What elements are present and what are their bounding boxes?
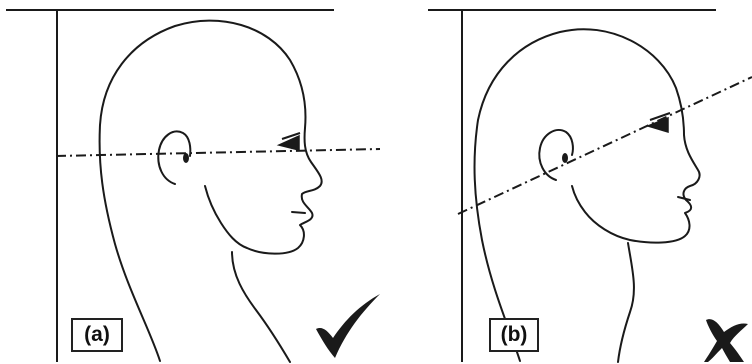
- panel-a-reference-line: [55, 148, 381, 157]
- panel-b-neck-line: [617, 242, 635, 363]
- panel-a-neck-line: [231, 251, 291, 363]
- panel-b-eye: [645, 116, 669, 134]
- panel-b-head-outline: [473, 28, 701, 362]
- panel-a: [6, 9, 381, 363]
- cross-icon: [704, 319, 748, 362]
- panel-b-reference-line: [457, 76, 752, 215]
- panel-a-ear-hole: [183, 153, 189, 163]
- checkmark-icon: [316, 294, 380, 358]
- panel-a-eyebrow: [281, 132, 301, 140]
- panel-a-ear: [157, 130, 192, 185]
- panel-b-eyebrow: [649, 112, 671, 121]
- panel-b-ear: [538, 129, 574, 181]
- panel-a-mouth: [291, 211, 306, 214]
- panel-b-label: (b): [489, 318, 539, 352]
- panel-a-eye: [276, 134, 300, 151]
- panel-b-ear-hole: [562, 153, 568, 163]
- panel-a-label: (a): [71, 318, 123, 352]
- panel-b: [428, 9, 752, 363]
- panel-a-head-outline: [98, 19, 323, 362]
- panel-b-mouth: [677, 196, 691, 201]
